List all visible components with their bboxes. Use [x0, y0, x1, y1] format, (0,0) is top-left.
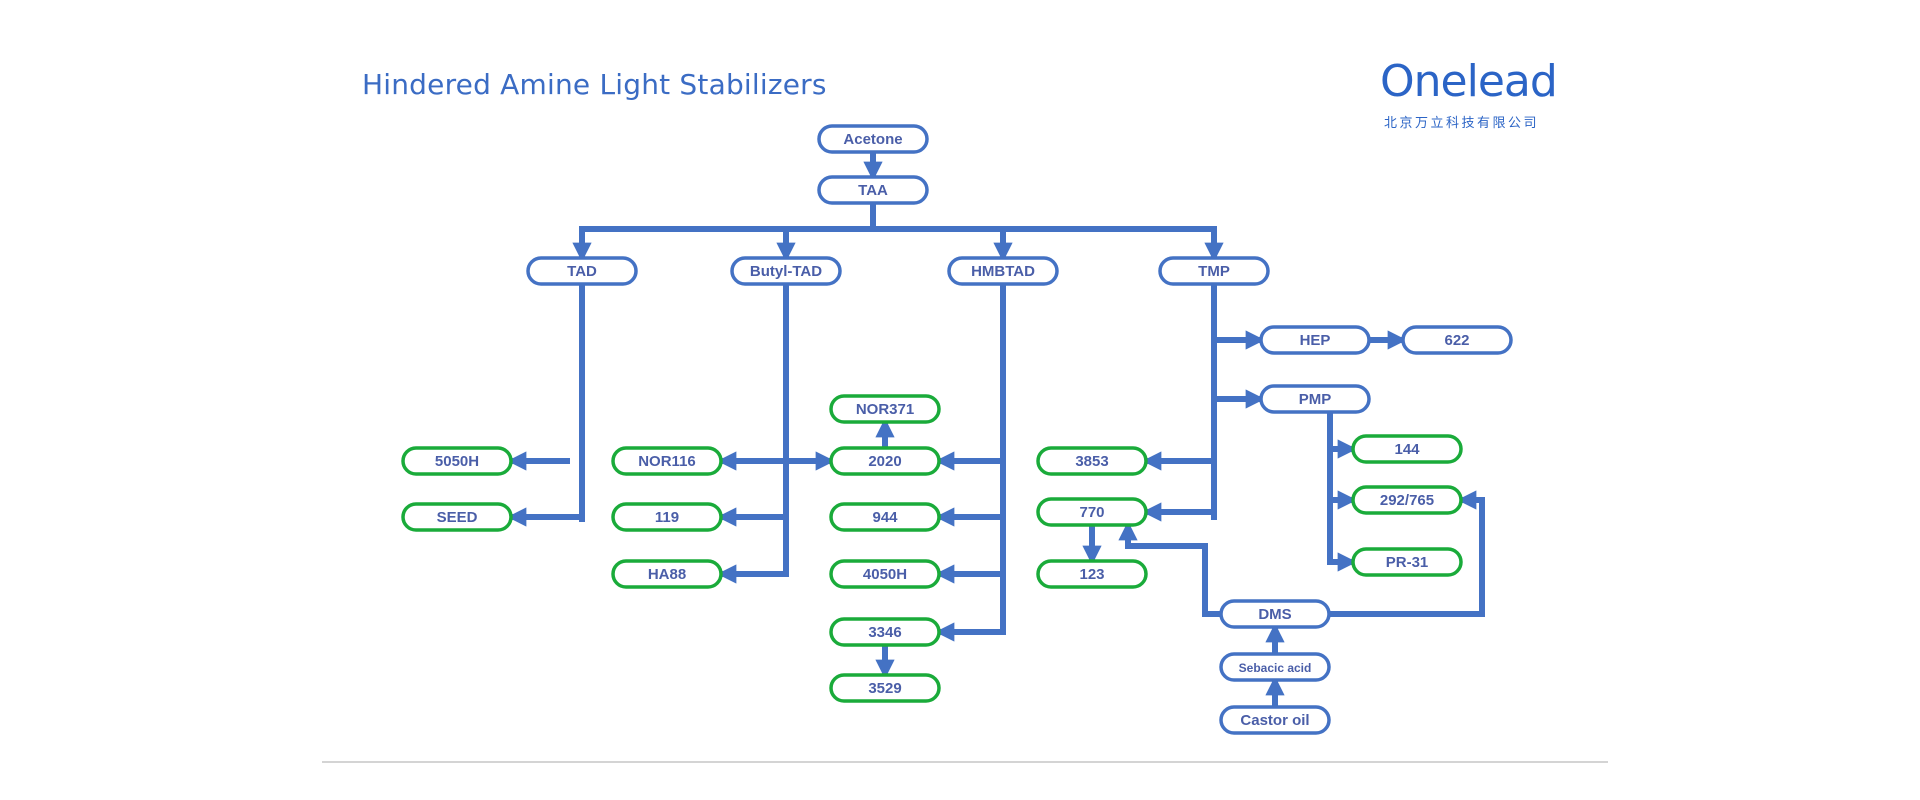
- connector-lines: [507, 152, 1485, 707]
- node-butyl-tad: Butyl-TAD: [730, 256, 842, 286]
- node-5050h: 5050H: [401, 446, 513, 476]
- node-label-3853: 3853: [1075, 453, 1108, 470]
- node-box-tad: [526, 256, 638, 286]
- node-box-144: [1351, 434, 1463, 464]
- node-ha88: HA88: [611, 559, 723, 589]
- node-box-944: [829, 502, 941, 532]
- node-box-nor371: [829, 394, 941, 424]
- node-944: 944: [829, 502, 941, 532]
- node-box-hep: [1259, 325, 1371, 355]
- node-box-3346: [829, 617, 941, 647]
- node-castor-oil: Castor oil: [1219, 705, 1331, 735]
- node-taa: TAA: [817, 175, 929, 205]
- node-label-3529: 3529: [868, 680, 901, 697]
- node-label-tmp: TMP: [1198, 263, 1230, 280]
- node-label-sebacic-acid: Sebacic acid: [1239, 661, 1312, 675]
- node-label-acetone: Acetone: [843, 131, 902, 148]
- node-box-tmp: [1158, 256, 1270, 286]
- node-770: 770: [1036, 497, 1148, 527]
- node-box-123: [1036, 559, 1148, 589]
- node-box-castor-oil: [1219, 705, 1331, 735]
- node-tmp: TMP: [1158, 256, 1270, 286]
- node-label-pmp: PMP: [1299, 391, 1332, 408]
- node-box-4050h: [829, 559, 941, 589]
- node-3529: 3529: [829, 673, 941, 703]
- node-292-765: 292/765: [1351, 485, 1463, 515]
- node-box-dms: [1219, 599, 1331, 629]
- node-label-4050h: 4050H: [863, 566, 907, 583]
- node-box-770: [1036, 497, 1148, 527]
- node-hmbtad: HMBTAD: [947, 256, 1059, 286]
- node-label-622: 622: [1444, 332, 1469, 349]
- node-box-292-765: [1351, 485, 1463, 515]
- node-label-944: 944: [872, 509, 898, 526]
- node-label-3346: 3346: [868, 624, 901, 641]
- edge-dms-292-765: [1329, 490, 1485, 617]
- node-box-hmbtad: [947, 256, 1059, 286]
- node-acetone: Acetone: [817, 124, 929, 154]
- node-label-nor371: NOR371: [856, 401, 914, 418]
- node-144: 144: [1351, 434, 1463, 464]
- node-box-5050h: [401, 446, 513, 476]
- node-label-pr-31: PR-31: [1386, 554, 1429, 571]
- node-box-taa: [817, 175, 929, 205]
- node-label-dms: DMS: [1258, 606, 1291, 623]
- page-title: Hindered Amine Light Stabilizers: [362, 68, 827, 101]
- node-label-butyl-tad: Butyl-TAD: [750, 263, 822, 280]
- node-box-butyl-tad: [730, 256, 842, 286]
- node-dms: DMS: [1219, 599, 1331, 629]
- node-label-hep: HEP: [1300, 332, 1331, 349]
- node-box-3853: [1036, 446, 1148, 476]
- node-label-taa: TAA: [858, 182, 888, 199]
- node-box-622: [1401, 325, 1513, 355]
- node-3346: 3346: [829, 617, 941, 647]
- company-logo: Onelead 北京万立科技有限公司: [1380, 60, 1580, 138]
- node-3853: 3853: [1036, 446, 1148, 476]
- node-box-3529: [829, 673, 941, 703]
- node-sebacic-acid: Sebacic acid: [1219, 652, 1331, 682]
- node-123: 123: [1036, 559, 1148, 589]
- node-hep: HEP: [1259, 325, 1371, 355]
- logo-wordmark: Onelead: [1380, 56, 1558, 107]
- node-box-pmp: [1259, 384, 1371, 414]
- node-box-pr-31: [1351, 547, 1463, 577]
- node-label-2020: 2020: [868, 453, 901, 470]
- edge-dms-770: [1118, 521, 1221, 617]
- node-label-seed: SEED: [437, 509, 478, 526]
- node-pmp: PMP: [1259, 384, 1371, 414]
- node-label-119: 119: [655, 509, 679, 526]
- node-2020: 2020: [829, 446, 941, 476]
- node-label-tad: TAD: [567, 263, 597, 280]
- node-seed: SEED: [401, 502, 513, 532]
- node-box-119: [611, 502, 723, 532]
- node-label-castor-oil: Castor oil: [1240, 712, 1309, 729]
- node-box-sebacic-acid: [1219, 652, 1331, 682]
- node-label-123: 123: [1079, 566, 1104, 583]
- node-box-2020: [829, 446, 941, 476]
- node-box-ha88: [611, 559, 723, 589]
- node-label-nor116: NOR116: [638, 453, 696, 470]
- node-box-nor116: [611, 446, 723, 476]
- node-pr-31: PR-31: [1351, 547, 1463, 577]
- node-label-5050h: 5050H: [435, 453, 479, 470]
- node-label-ha88: HA88: [648, 566, 686, 583]
- footer-divider: [322, 761, 1608, 763]
- node-nor116: NOR116: [611, 446, 723, 476]
- node-box-seed: [401, 502, 513, 532]
- node-nor371: NOR371: [829, 394, 941, 424]
- node-label-144: 144: [1394, 441, 1420, 458]
- node-119: 119: [611, 502, 723, 532]
- node-label-hmbtad: HMBTAD: [971, 263, 1035, 280]
- node-label-770: 770: [1079, 504, 1104, 521]
- node-622: 622: [1401, 325, 1513, 355]
- node-label-292-765: 292/765: [1380, 492, 1434, 509]
- node-box-acetone: [817, 124, 929, 154]
- node-tad: TAD: [526, 256, 638, 286]
- node-4050h: 4050H: [829, 559, 941, 589]
- logo-subtitle: 北京万立科技有限公司: [1384, 116, 1540, 131]
